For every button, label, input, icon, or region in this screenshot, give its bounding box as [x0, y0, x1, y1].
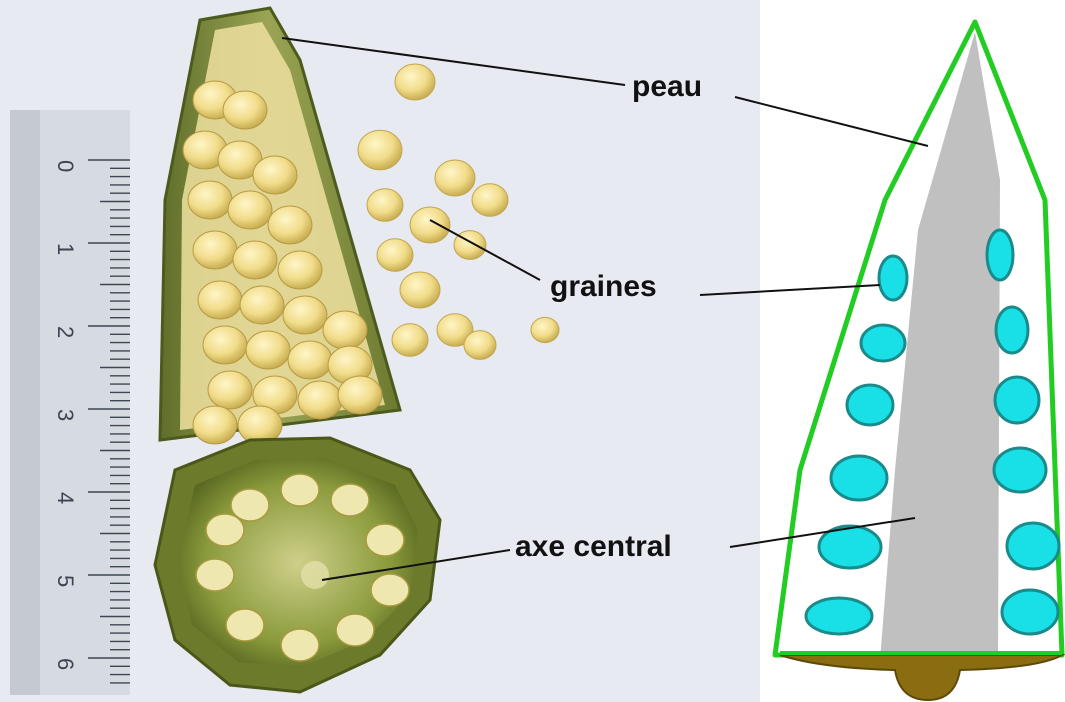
ruler-number-5: 5 [53, 575, 78, 587]
pod-seed [208, 371, 252, 409]
pod-seed [268, 206, 312, 244]
cross-section-seed [371, 574, 409, 606]
pod-seed [188, 181, 232, 219]
loose-seed [377, 239, 413, 271]
schematic-base [780, 655, 1062, 700]
cross-section-seed [226, 609, 264, 641]
ruler-number-4: 4 [53, 492, 78, 504]
label-peau: peau [632, 70, 702, 103]
leader-peau-schematic [735, 97, 928, 146]
schematic-seed [861, 325, 905, 361]
pod-seed [193, 406, 237, 444]
schematic-seed [831, 456, 887, 500]
pod-seed [240, 286, 284, 324]
loose-seed [400, 272, 440, 308]
schematic-seed [1007, 523, 1059, 569]
cross-section-seed [231, 489, 269, 521]
pod-seed [228, 191, 272, 229]
cross-section-seed [336, 614, 374, 646]
loose-seed [392, 324, 428, 356]
cross-section-seed [366, 524, 404, 556]
pod-seed [288, 341, 332, 379]
loose-seed [464, 331, 496, 360]
cross-section-seed [206, 514, 244, 546]
pod-seed [298, 381, 342, 419]
loose-seed [410, 207, 450, 243]
loose-seed [472, 184, 508, 216]
pod-seed [193, 231, 237, 269]
loose-seed [358, 130, 402, 170]
pod-seed [278, 251, 322, 289]
schematic-seed [994, 448, 1046, 492]
pod-seed [338, 376, 382, 414]
cross-section-seed [331, 484, 369, 516]
cross-section-seed [281, 629, 319, 661]
schematic-diagram [775, 22, 1062, 700]
ruler: 0 1 2 3 4 5 6 [10, 110, 130, 695]
schematic-seed [995, 377, 1039, 423]
label-axe-central: axe central [515, 530, 672, 563]
ruler-number-0: 0 [53, 160, 78, 172]
pod-seed [253, 156, 297, 194]
cross-section-seed [196, 559, 234, 591]
pod-seed [246, 331, 290, 369]
pod-seed [203, 326, 247, 364]
cross-section-seed [281, 474, 319, 506]
label-graines: graines [550, 270, 657, 303]
pod-seed [198, 281, 242, 319]
loose-seed [531, 317, 559, 342]
pod-seed [323, 311, 367, 349]
schematic-seed [1002, 590, 1058, 634]
schematic-seed [987, 230, 1013, 280]
pod-seed [233, 241, 277, 279]
ruler-number-2: 2 [53, 326, 78, 338]
pod-seed [283, 296, 327, 334]
loose-seed [395, 64, 435, 100]
schematic-seed [806, 598, 872, 634]
loose-seed [435, 160, 475, 196]
ruler-number-1: 1 [53, 243, 78, 255]
ruler-number-3: 3 [53, 409, 78, 421]
schematic-seed [847, 385, 893, 425]
pod-seed [223, 91, 267, 129]
ruler-number-6: 6 [53, 658, 78, 670]
loose-seed [367, 189, 403, 221]
schematic-seed [996, 307, 1028, 353]
schematic-seed [879, 256, 907, 300]
